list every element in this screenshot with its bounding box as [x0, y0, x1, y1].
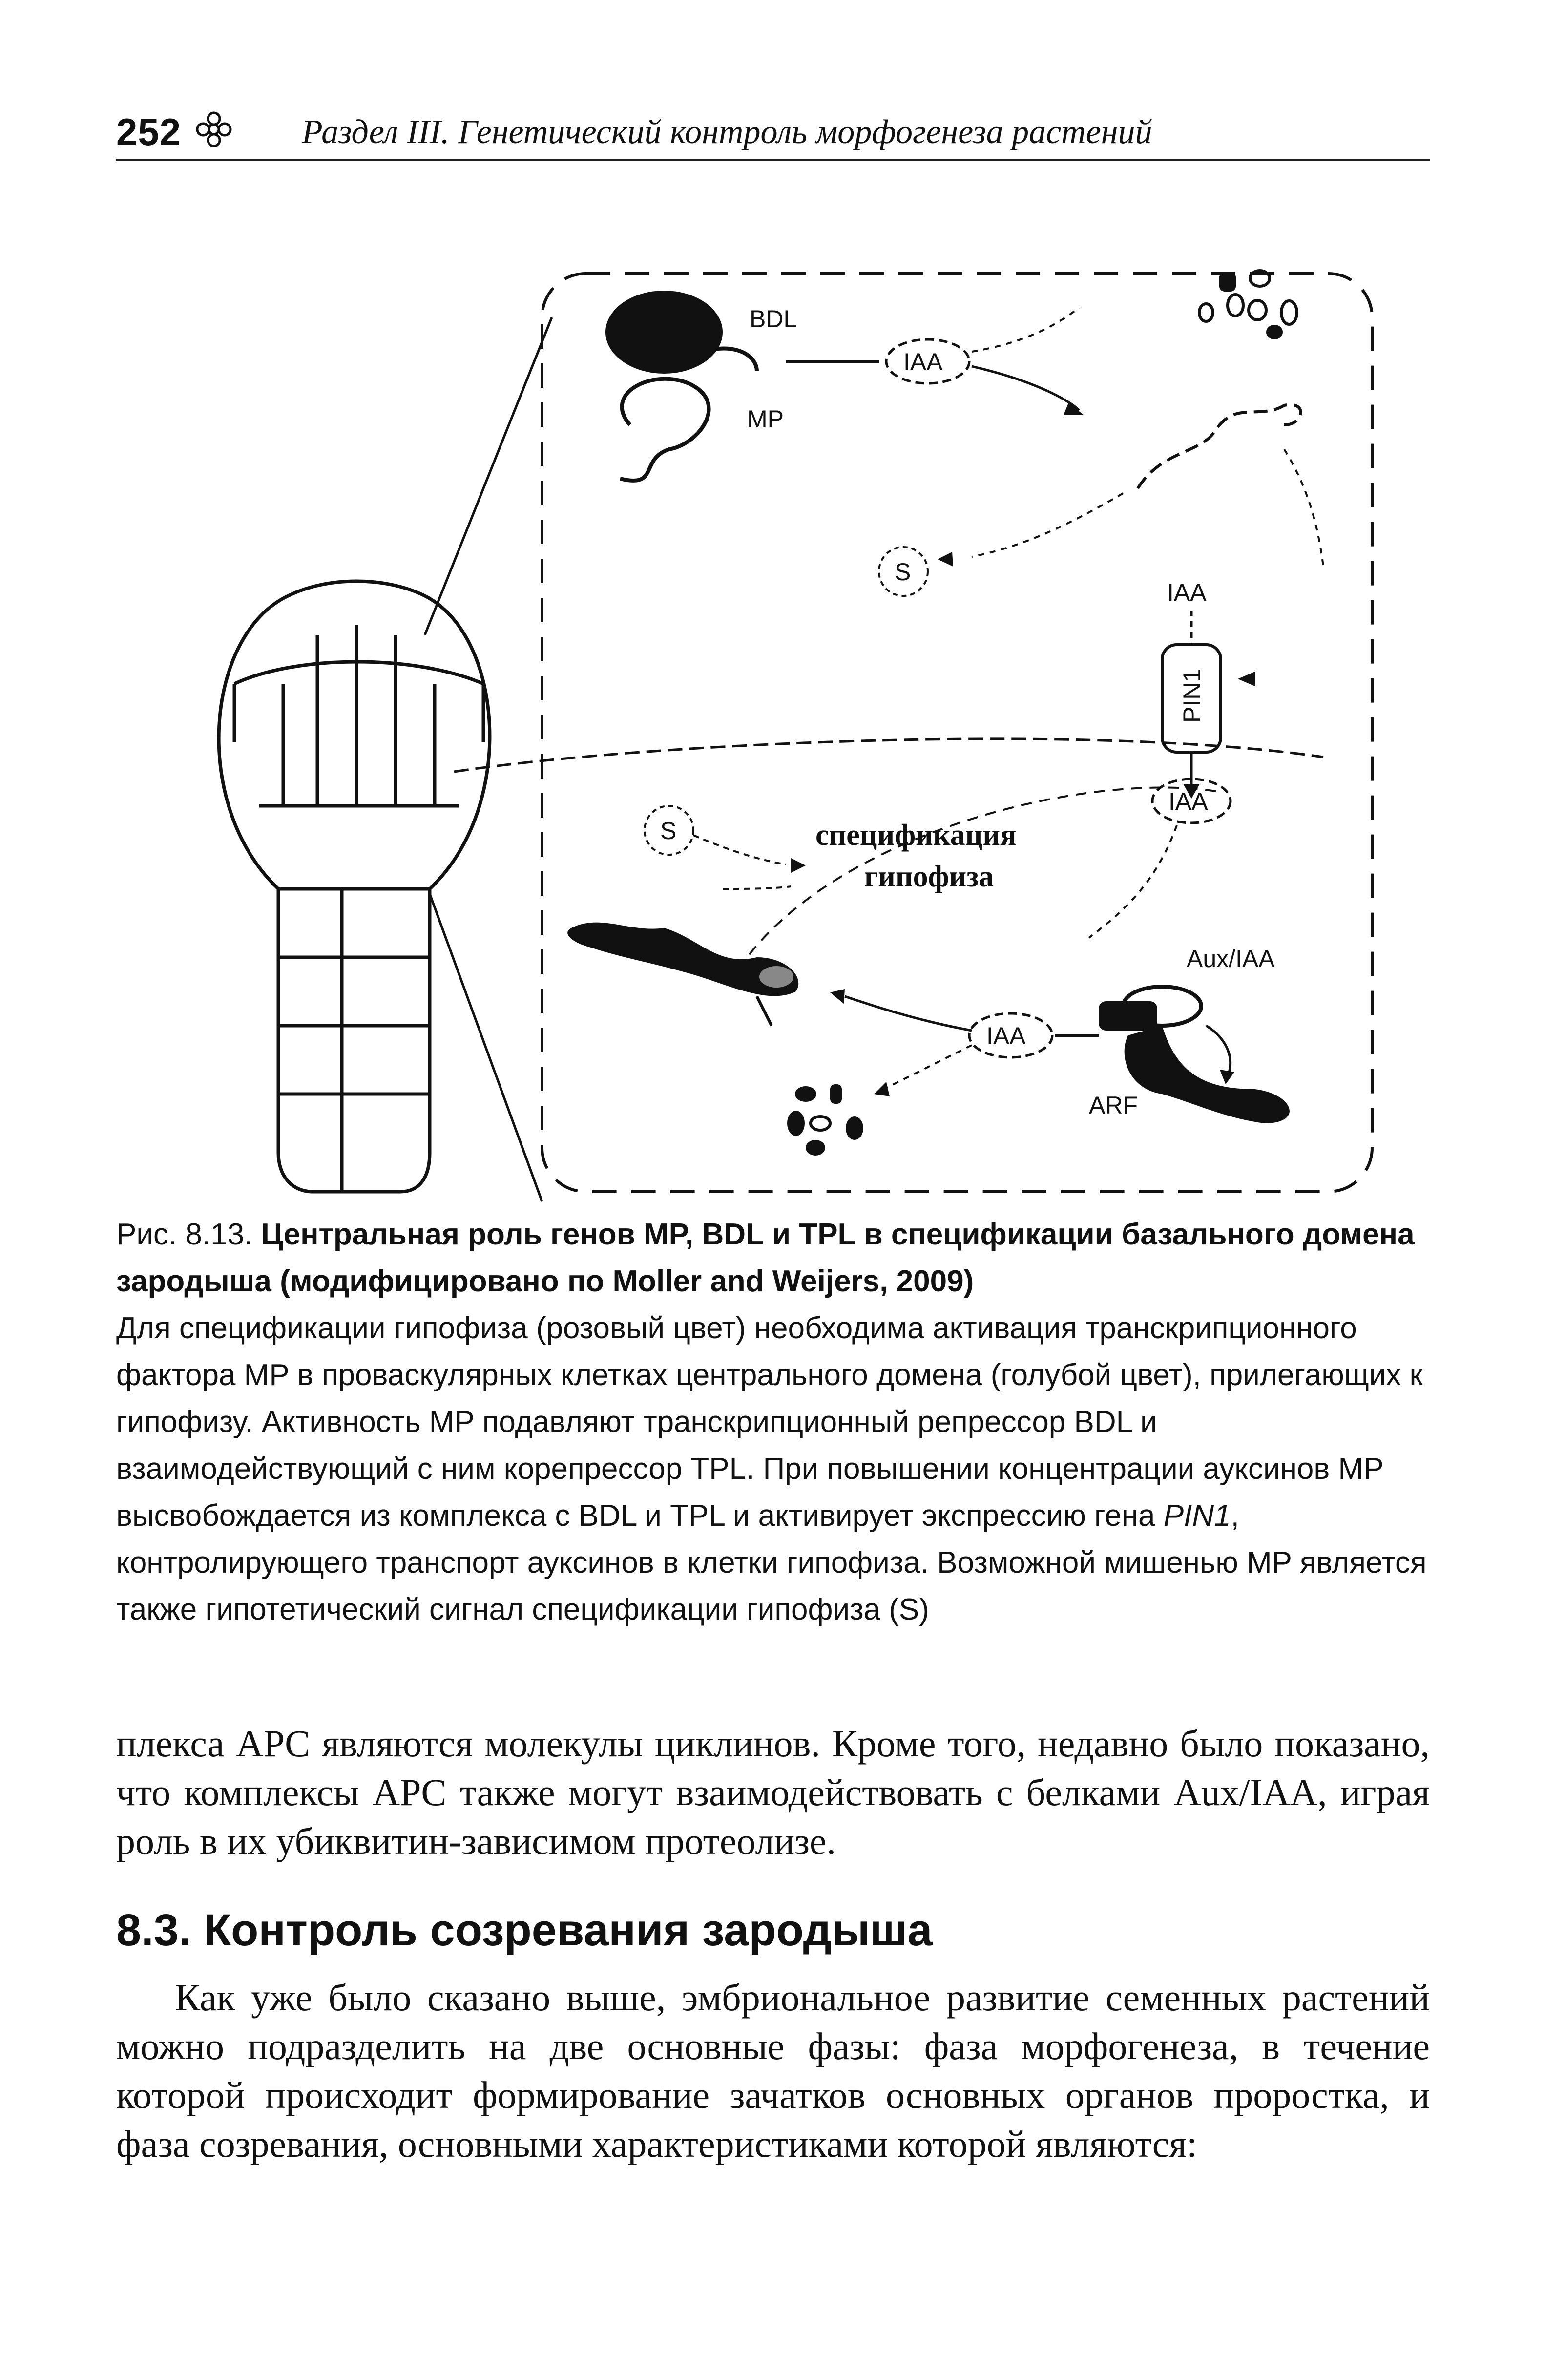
degraded-fragments-top: [1198, 269, 1298, 339]
spec-label-line1: спецификация: [815, 819, 1017, 852]
iaa-label-middle: IAA: [1168, 788, 1208, 815]
caption-body: Для спецификации гипофиза (розовый цвет)…: [116, 1305, 1430, 1633]
caption-gene-name: PIN1: [1163, 1499, 1231, 1533]
mp-to-s-arrow: [971, 492, 1124, 558]
s-label-middle: S: [660, 817, 676, 844]
page-number: 252: [116, 110, 182, 153]
aux-iaa-arf-complex: Aux/IAA ARF: [1089, 945, 1290, 1123]
running-head: 252 Раздел III. Генетический контроль мо…: [116, 100, 1430, 161]
iaa-label-pin1: IAA: [1167, 579, 1207, 606]
mp-to-pin1-arrow: [1283, 448, 1324, 567]
iaa-bottom-group: IAA: [830, 989, 1099, 1096]
section-title: Раздел III. Генетический контроль морфог…: [302, 113, 1152, 151]
iaa-middle-group: IAA: [1088, 778, 1232, 939]
s-label-top: S: [895, 558, 911, 586]
figure-8-13: BDL MP IAA: [112, 195, 1431, 1211]
body-paragraph-2: Как уже было сказано выше, эмбриональное…: [116, 1976, 1430, 2165]
section-heading: 8.3. Контроль созревания зародыша: [116, 1905, 933, 1955]
aux-iaa-label: Aux/IAA: [1187, 945, 1275, 972]
body-paragraph-1: плекса APC являются молекулы циклинов. К…: [116, 1722, 1430, 1862]
iaa-label-top: IAA: [903, 348, 943, 376]
iaa-top-group: IAA: [786, 307, 1084, 415]
figure-caption: Рис. 8.13. Центральная роль генов MP, BD…: [116, 1211, 1430, 1633]
figure-title: Центральная роль генов MP, BDL и TPL в с…: [116, 1218, 1415, 1298]
callout-lines: [423, 317, 1324, 1202]
caption-text-2: , контролирующего транспорт ауксинов в к…: [116, 1499, 1427, 1626]
embryo-drawing: [217, 579, 492, 1194]
caption-text-1: Для спецификации гипофиза (розовый цвет)…: [116, 1311, 1423, 1533]
figure-diagram: BDL MP IAA: [217, 269, 1374, 1202]
free-mp-dashed: [1136, 403, 1302, 489]
mp-label-top: MP: [747, 405, 784, 433]
iaa-label-bottom: IAA: [986, 1022, 1026, 1050]
pin1-transporter: IAA PIN1: [1161, 579, 1255, 799]
degraded-fragments-bottom: [787, 1084, 863, 1156]
pin1-label: PIN1: [1178, 669, 1206, 723]
arrowhead: [938, 552, 953, 567]
figure-number: Рис. 8.13.: [116, 1218, 253, 1251]
cycle-dashed-path: [746, 786, 1216, 958]
signal-s-top: S: [878, 546, 929, 597]
mp-active-left: [567, 922, 799, 1027]
signal-s-middle: S: [644, 805, 806, 890]
detail-panel-border: [541, 272, 1374, 1193]
flower-ornament-icon: [196, 111, 232, 147]
bdl-label: BDL: [750, 305, 797, 333]
spec-label-line2: гипофиза: [864, 860, 994, 893]
bdl-mp-complex: BDL MP: [605, 291, 797, 483]
arf-label: ARF: [1089, 1092, 1138, 1119]
